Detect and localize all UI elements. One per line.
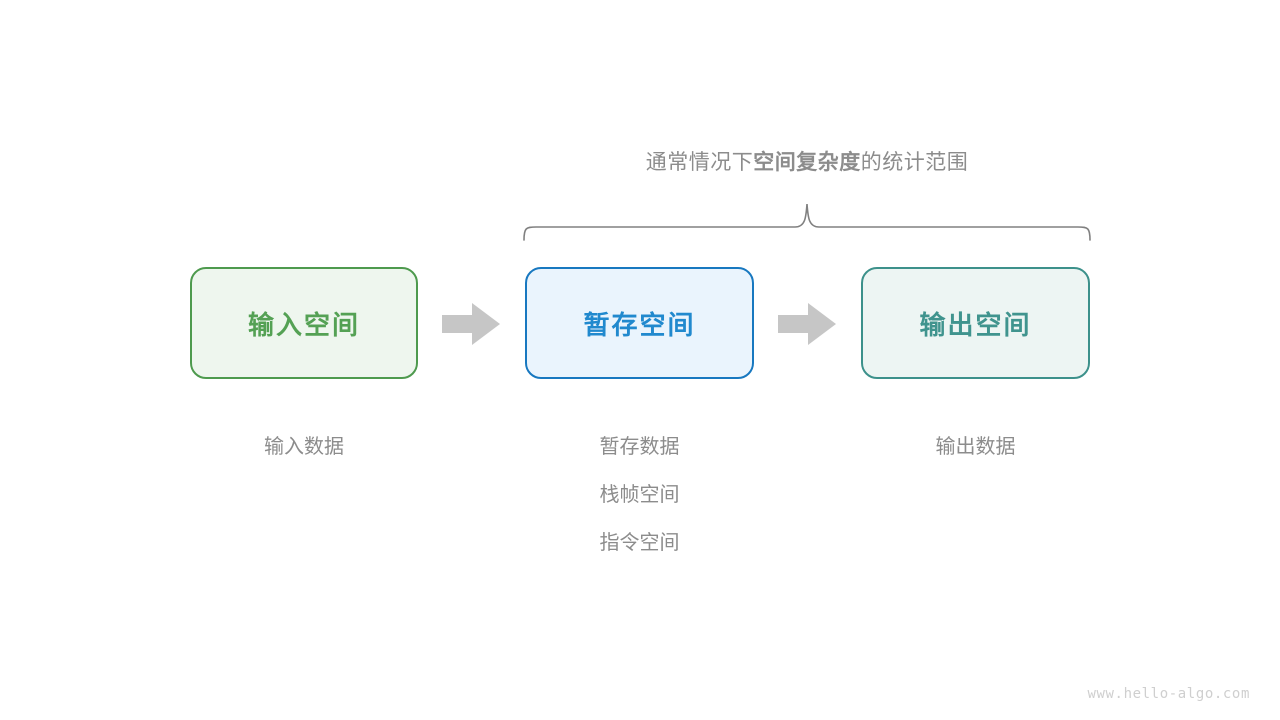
box-output-space-label: 输出空间: [919, 309, 1032, 340]
brace-caption-tail: 的统计范围: [860, 151, 969, 174]
box-buffer-space-label: 暂存空间: [583, 309, 696, 340]
watermark: www.hello-algo.com: [1087, 686, 1250, 702]
right-arrow-icon: [778, 303, 836, 345]
curly-brace-icon: [523, 203, 1091, 241]
box-input-space: 输入空间: [190, 267, 418, 379]
box-buffer-space: 暂存空间: [525, 267, 754, 379]
brace-caption-lead: 通常情况下: [645, 151, 754, 174]
caption-buffer-line-2: 栈帧空间: [599, 484, 680, 506]
box-input-space-label: 输入空间: [247, 309, 360, 340]
caption-group-input: 输入数据: [190, 423, 418, 471]
caption-group-buffer: 暂存数据 栈帧空间 指令空间: [525, 423, 754, 567]
brace-caption-emphasis: 空间复杂度: [753, 151, 861, 174]
caption-group-output: 输出数据: [861, 423, 1090, 471]
right-arrow-icon: [442, 303, 500, 345]
box-output-space: 输出空间: [861, 267, 1090, 379]
caption-output-line-1: 输出数据: [935, 436, 1016, 458]
caption-input-line-1: 输入数据: [264, 436, 344, 458]
caption-buffer-line-3: 指令空间: [599, 532, 680, 554]
caption-buffer-line-1: 暂存数据: [599, 436, 680, 458]
